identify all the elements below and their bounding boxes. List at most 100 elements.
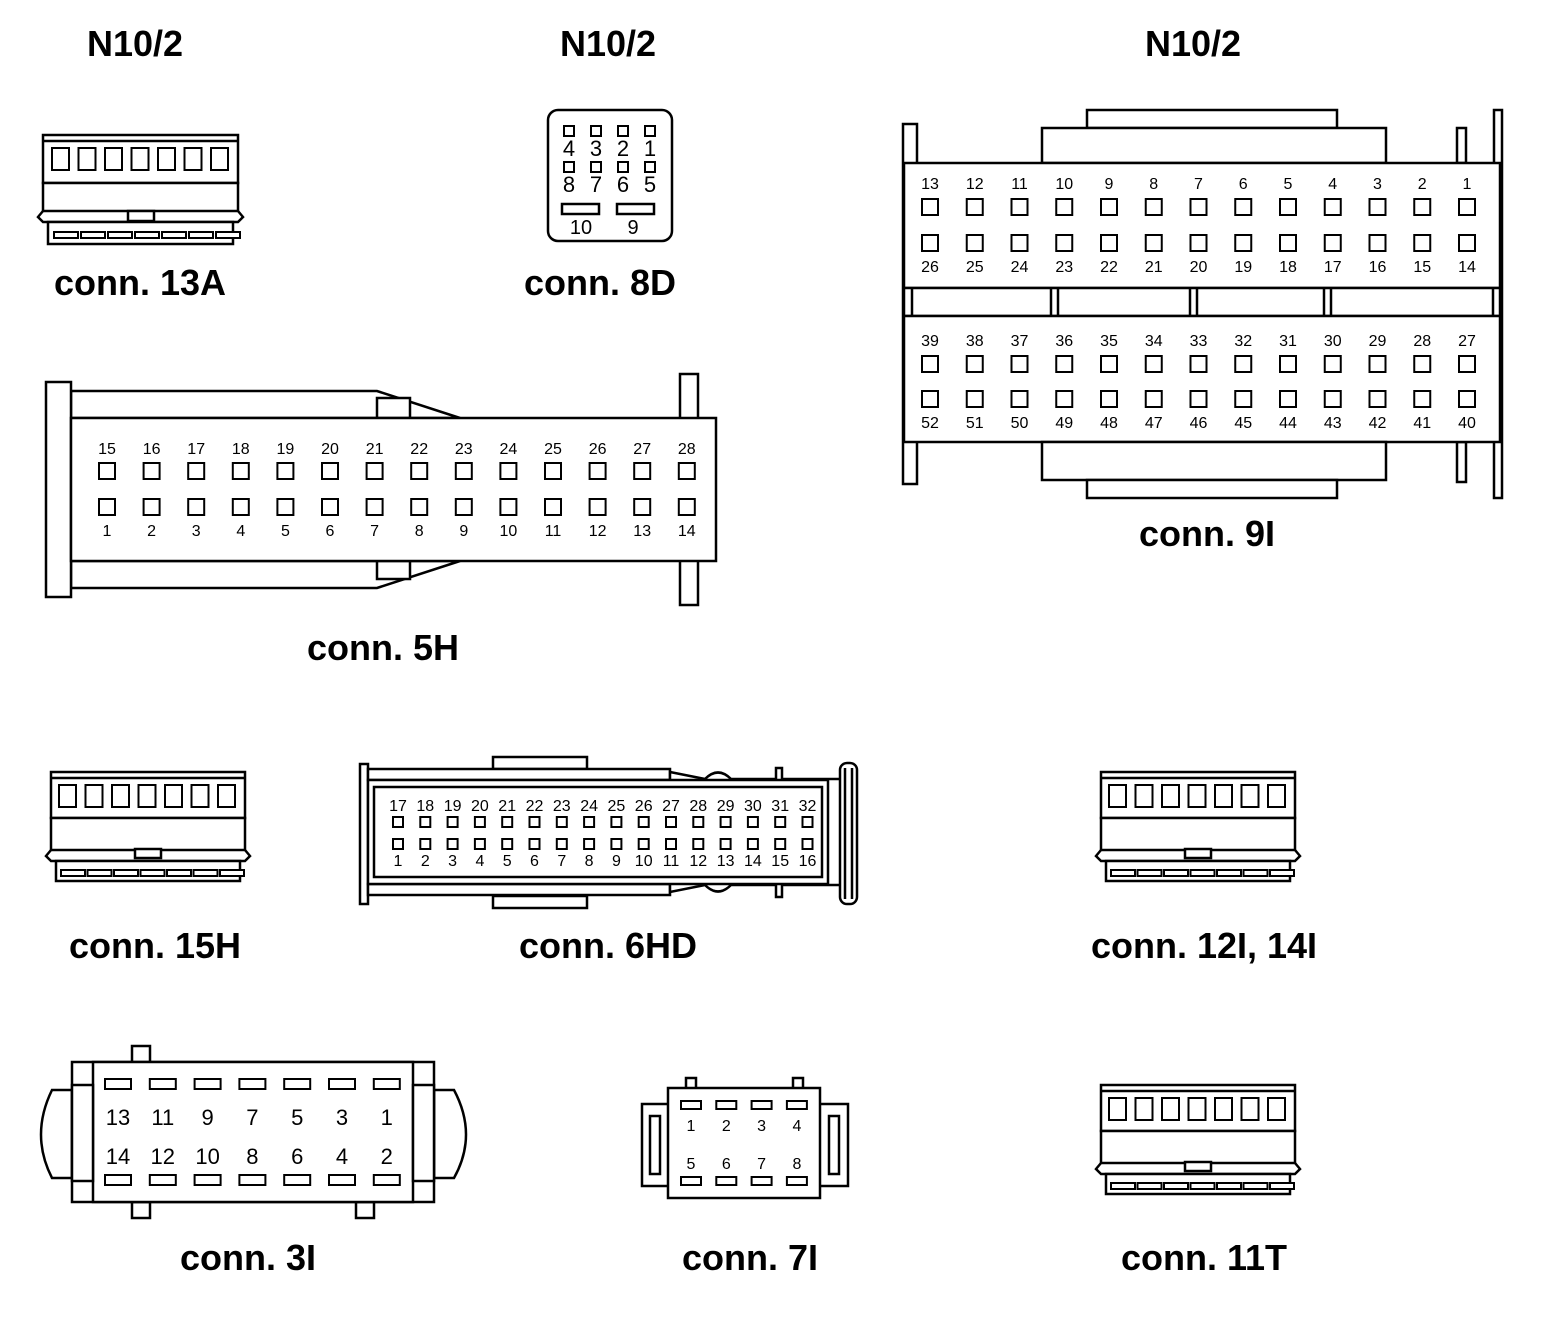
- pin-cell: [328, 1078, 356, 1090]
- pin-label: 8: [1149, 176, 1158, 193]
- pin-cell: [499, 462, 518, 480]
- pin-label: 15: [98, 441, 116, 458]
- pin-label: 4: [336, 1144, 348, 1169]
- pin-cell: [276, 462, 295, 480]
- pin-label: 6: [722, 1156, 731, 1173]
- pin-label: 4: [792, 1118, 801, 1135]
- pin-cell: [142, 462, 161, 480]
- pin-cell: [588, 498, 607, 516]
- pin-label: 38: [966, 333, 984, 350]
- pin-label: 1: [644, 136, 656, 161]
- pin-label: 1: [687, 1118, 696, 1135]
- pin-cell: [446, 838, 459, 850]
- pin-cell: [446, 816, 459, 828]
- pin-cell: [60, 869, 86, 877]
- connector-12i-14i: [1094, 770, 1302, 883]
- pin-label: 26: [921, 259, 939, 276]
- pin-label: 2: [617, 136, 629, 161]
- pin-label: 25: [966, 259, 984, 276]
- pin-label: 16: [1369, 259, 1387, 276]
- pin-cell: [774, 838, 787, 850]
- pin-cell: [392, 838, 404, 850]
- pin-label: 16: [143, 441, 161, 458]
- pin-label: 23: [1055, 259, 1073, 276]
- pin-cell: [1110, 869, 1136, 877]
- pin-cell: [680, 1100, 702, 1110]
- pin-cell: [372, 1078, 401, 1090]
- pin-label: 42: [1369, 415, 1387, 432]
- pin-label: 21: [1145, 259, 1163, 276]
- pin-label: 30: [744, 798, 762, 815]
- pin-label: 4: [236, 523, 245, 540]
- pin-label: 10: [570, 217, 592, 239]
- pin-cell: [1189, 198, 1208, 216]
- pin-cell: [193, 1078, 222, 1090]
- pin-label: 8: [415, 523, 424, 540]
- pin-cell: [137, 784, 157, 808]
- pin-cell: [1110, 1182, 1136, 1190]
- pin-label: 18: [1279, 259, 1297, 276]
- pin-label: 1: [1463, 176, 1472, 193]
- pin-label: 14: [1458, 259, 1476, 276]
- pin-cell: [1323, 198, 1342, 216]
- pin-cell: [637, 816, 650, 828]
- pin-cell: [130, 147, 150, 171]
- pin-cell: [677, 498, 696, 516]
- pin-label: 32: [1234, 333, 1252, 350]
- pin-label: 2: [722, 1118, 731, 1135]
- pin-cell: [231, 498, 250, 516]
- pin-cell: [1055, 234, 1074, 252]
- pin-cell: [921, 355, 939, 373]
- pin-cell: [633, 498, 652, 516]
- connector-5h: 1511621731841952062172282392410251126122…: [44, 372, 718, 607]
- pin-cell: [555, 816, 568, 828]
- pin-label: 6: [1239, 176, 1248, 193]
- pin-cell: [1100, 234, 1118, 252]
- pin-label: 5: [281, 523, 290, 540]
- pin-label: 10: [500, 523, 518, 540]
- pin-label: 13: [106, 1105, 130, 1130]
- pin-cell: [1136, 869, 1163, 877]
- pin-cell: [1144, 234, 1163, 252]
- pin-cell: [1234, 390, 1253, 408]
- pin-label: 9: [1105, 176, 1114, 193]
- pin-cell: [715, 1176, 738, 1186]
- pin-cell: [410, 498, 429, 516]
- pin-cell: [1323, 390, 1342, 408]
- pin-label: 13: [633, 523, 651, 540]
- pin-cell: [617, 161, 629, 173]
- pin-cell: [921, 234, 939, 252]
- pin-cell: [719, 816, 732, 828]
- pin-cell: [1267, 1097, 1286, 1121]
- pin-label: 26: [589, 441, 607, 458]
- pin-label: 32: [799, 798, 817, 815]
- pin-cell: [1267, 784, 1286, 808]
- pin-cell: [965, 234, 984, 252]
- pin-cell: [1240, 784, 1260, 808]
- pin-label: 7: [370, 523, 379, 540]
- pin-cell: [104, 1078, 132, 1090]
- pin-cell: [166, 869, 192, 877]
- pin-label: 27: [633, 441, 651, 458]
- pin-cell: [283, 1174, 312, 1186]
- pin-cell: [1055, 198, 1074, 216]
- pin-cell: [454, 462, 473, 480]
- pin-cell: [1214, 1097, 1233, 1121]
- pin-cell: [1279, 355, 1297, 373]
- pin-cell: [419, 816, 432, 828]
- pin-cell: [193, 1174, 222, 1186]
- pin-label: 41: [1413, 415, 1431, 432]
- header-left: N10/2: [87, 23, 183, 64]
- pin-cell: [501, 838, 514, 850]
- label-conn-9i: conn. 9I: [1139, 513, 1275, 554]
- pin-label: 12: [689, 853, 707, 870]
- pin-cell: [1216, 1182, 1242, 1190]
- pin-cell: [499, 498, 518, 516]
- pin-cell: [419, 838, 432, 850]
- pin-label: 6: [326, 523, 335, 540]
- pin-cell: [1279, 234, 1297, 252]
- header-center: N10/2: [560, 23, 656, 64]
- pin-cell: [1161, 1097, 1180, 1121]
